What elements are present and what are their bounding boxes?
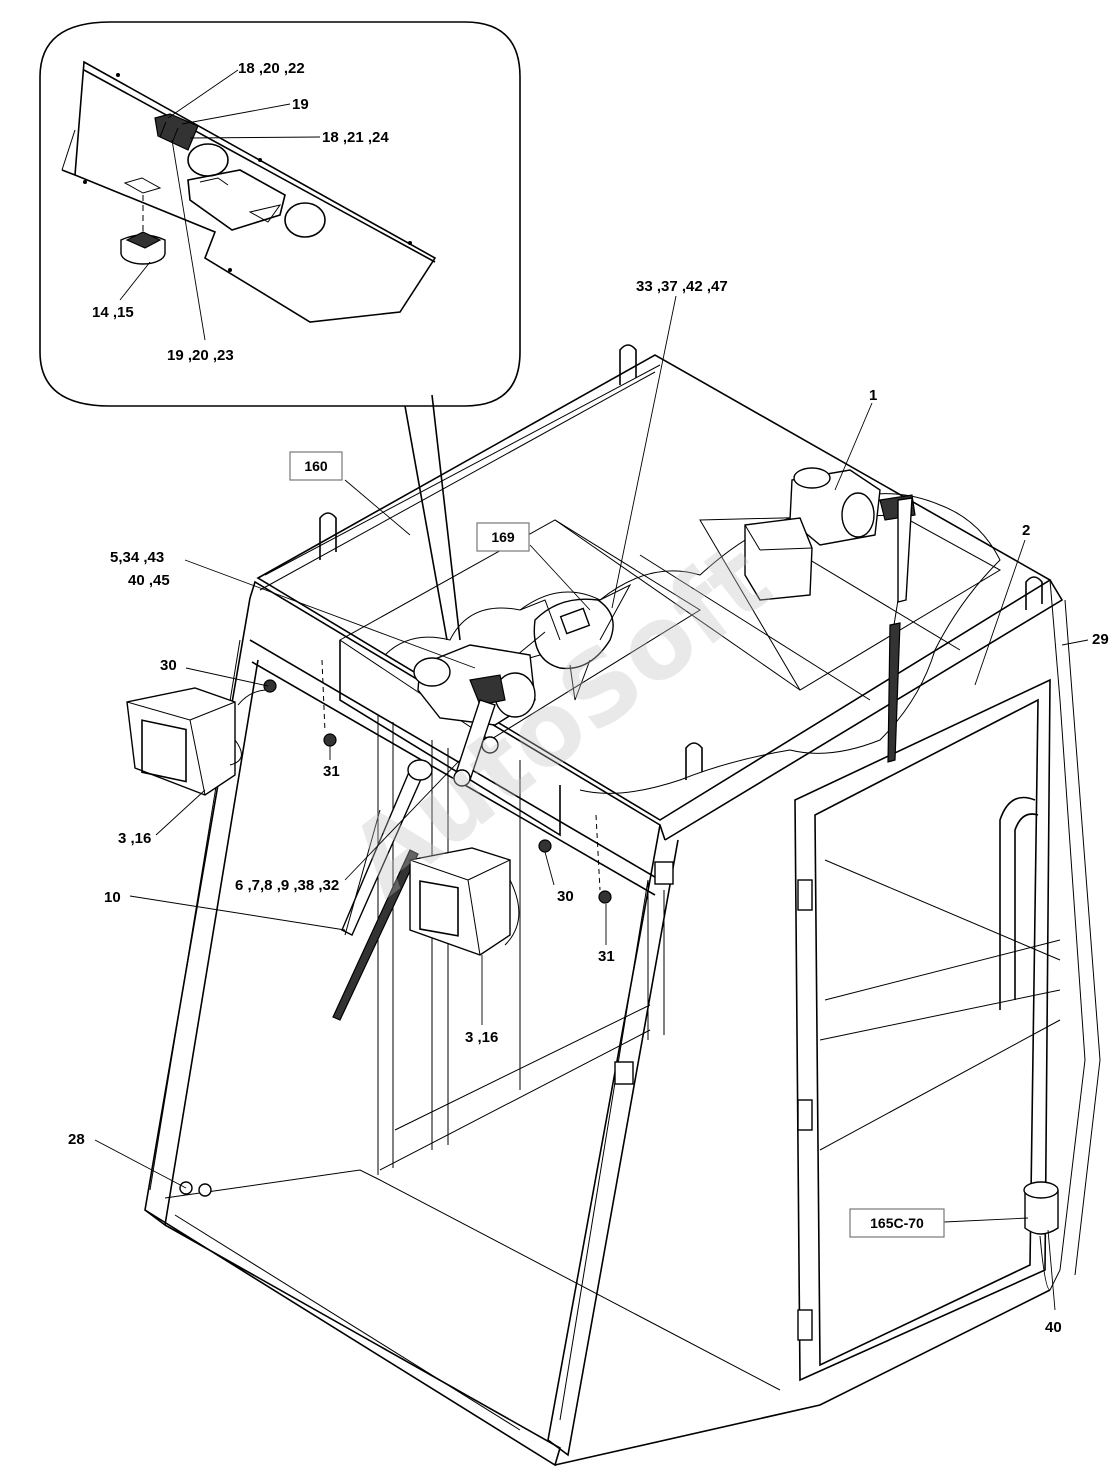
box-160-text: 160 — [304, 458, 328, 474]
label-19-20-23: 19 ,20 ,23 — [167, 347, 234, 364]
box-label-169: 169 — [476, 522, 530, 552]
label-5-34-43: 5,34 ,43 — [110, 549, 164, 566]
label-31-right: 31 — [598, 948, 615, 965]
label-30-right: 30 — [557, 888, 574, 905]
label-33-37-42-47: 33 ,37 ,42 ,47 — [636, 278, 728, 295]
label-10: 10 — [104, 889, 121, 906]
label-28: 28 — [68, 1131, 85, 1148]
roof-components — [126, 467, 916, 1197]
box-169-text: 169 — [491, 529, 515, 545]
label-2: 2 — [1022, 522, 1030, 539]
box-165c-70-text: 165C-70 — [870, 1215, 924, 1231]
leader-lines — [94, 295, 1089, 1311]
callout-labels: 18 ,20 ,22 19 18 ,21 ,24 14 ,15 19 ,20 ,… — [68, 60, 1109, 1336]
label-29: 29 — [1092, 631, 1109, 648]
label-40: 40 — [1045, 1319, 1062, 1336]
label-3-16-left: 3 ,16 — [118, 830, 151, 847]
cab-frame — [144, 344, 1101, 1467]
box-label-165c-70: 165C-70 — [849, 1208, 945, 1238]
label-14-15: 14 ,15 — [92, 304, 134, 321]
label-6-7-8-9-38-32: 6 ,7,8 ,9 ,38 ,32 — [235, 877, 339, 894]
label-19: 19 — [292, 96, 309, 113]
box-label-160: 160 — [289, 451, 343, 481]
detail-inset — [39, 21, 521, 641]
label-30-left: 30 — [160, 657, 177, 674]
label-18-21-24: 18 ,21 ,24 — [322, 129, 389, 146]
watermark: AutoSoft — [328, 521, 792, 919]
label-1: 1 — [869, 387, 877, 404]
label-40-45: 40 ,45 — [128, 572, 170, 589]
label-3-16-center: 3 ,16 — [465, 1029, 498, 1046]
label-31-left: 31 — [323, 763, 340, 780]
label-18-20-22: 18 ,20 ,22 — [238, 60, 305, 77]
